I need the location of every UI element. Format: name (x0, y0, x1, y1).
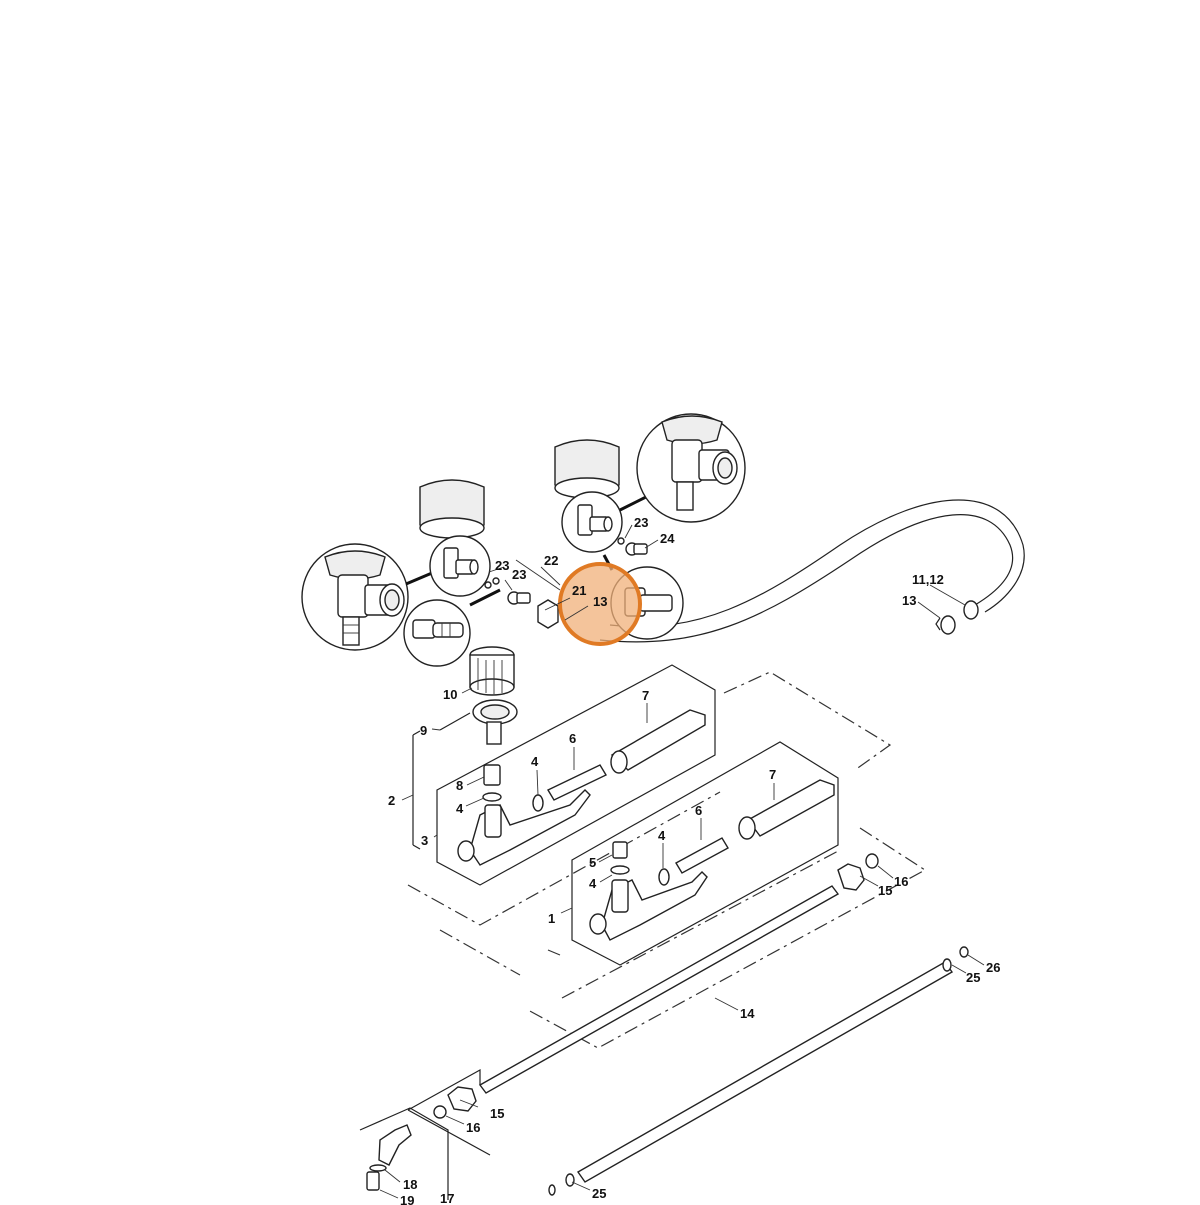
callout-24: 24 (660, 531, 675, 546)
callout-7: 7 (769, 767, 776, 782)
callout-23: 23 (634, 515, 648, 530)
hose-assembly (599, 499, 1025, 643)
callout-22: 22 (544, 553, 558, 568)
callout-23: 23 (495, 558, 509, 573)
callout-19: 19 (400, 1193, 414, 1205)
callout-15: 15 (490, 1106, 504, 1121)
callout-8: 8 (456, 778, 463, 793)
callout-25: 25 (966, 970, 980, 985)
callout-15: 15 (878, 883, 892, 898)
detail-circle-nipple (403, 588, 501, 667)
callout-25: 25 (592, 1186, 606, 1201)
callout-4: 4 (589, 876, 597, 891)
callout-16: 16 (466, 1120, 480, 1135)
leader-lines (379, 524, 985, 1199)
callout-1: 1 (548, 911, 555, 926)
callout-16: 16 (894, 874, 908, 889)
handle-box-upper (407, 664, 892, 976)
nut-and-gauge (469, 646, 518, 745)
callout-6: 6 (695, 803, 702, 818)
bracket-lines (412, 712, 471, 850)
callout-13: 13 (902, 593, 916, 608)
tank-left (419, 479, 491, 597)
callout-21: 21 (572, 583, 586, 598)
callout-6: 6 (569, 731, 576, 746)
bottom-left-box (359, 1068, 491, 1200)
callout-10: 10 (443, 687, 457, 702)
handle-box-lower (478, 741, 927, 1094)
detail-circle-top-right (636, 413, 746, 523)
callout-26: 26 (986, 960, 1000, 975)
callout-4: 4 (658, 828, 666, 843)
callout-3: 3 (421, 833, 428, 848)
callout-23: 23 (512, 567, 526, 582)
callout-7: 7 (642, 688, 649, 703)
callout-17: 17 (440, 1191, 454, 1205)
lance-tube (548, 946, 969, 1196)
callout-4: 4 (456, 801, 464, 816)
callout-2: 2 (388, 793, 395, 808)
hose-clamp (935, 615, 956, 635)
detail-circle-left (301, 543, 433, 651)
callout-18: 18 (403, 1177, 417, 1192)
callout-4: 4 (531, 754, 539, 769)
callout-13: 13 (593, 594, 607, 609)
fittings-center (484, 537, 648, 629)
callout-9: 9 (420, 723, 427, 738)
callout-11-12: 11,12 (912, 572, 944, 587)
callout-labels: 1 2 3 4 4 4 4 5 6 6 7 7 8 9 10 11,12 13 … (388, 515, 1000, 1205)
highlight-marker (558, 562, 642, 646)
callout-5: 5 (589, 855, 596, 870)
callout-14: 14 (740, 1006, 755, 1021)
